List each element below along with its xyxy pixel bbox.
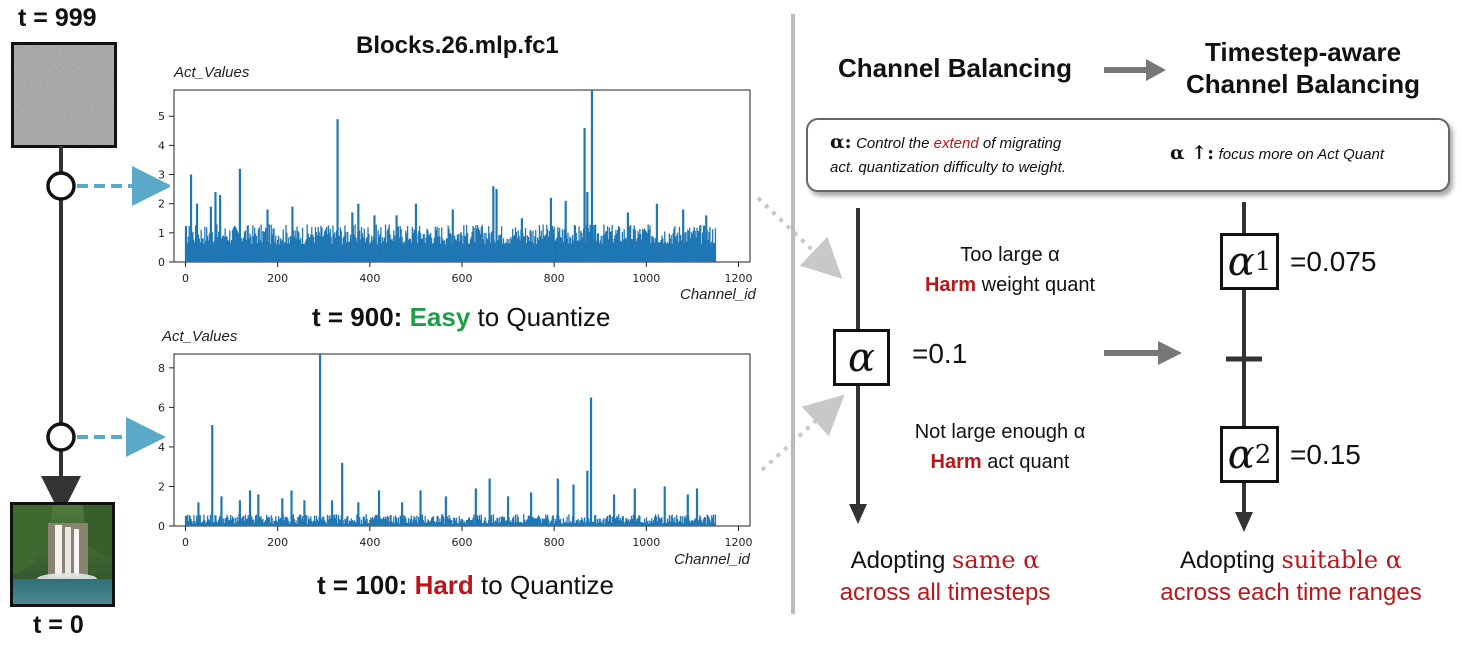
caption-t900: t = 900: Easy to Quantize bbox=[312, 302, 611, 333]
caption-t100-suffix: to Quantize bbox=[473, 570, 615, 600]
y-tick-label: 5 bbox=[158, 110, 165, 123]
info-alpha-symbol: α: bbox=[830, 131, 852, 153]
heading-arrow bbox=[1104, 59, 1166, 81]
caption-t100: t = 100: Hard to Quantize bbox=[317, 570, 614, 601]
not-large-line1: Not large enough α bbox=[914, 421, 1086, 443]
too-large-line2: weight quant bbox=[976, 274, 1096, 296]
chart-t100: 0 200 400 600 800 1000 1200 0 2 4 6 8 bbox=[158, 353, 752, 549]
not-large-note: Not large enough α Harm act quant bbox=[870, 417, 1130, 477]
alpha-info-box: α: Control the extend of migrating act. … bbox=[806, 118, 1450, 192]
timestep-node-100 bbox=[46, 422, 76, 452]
alpha2-subscript: 2 bbox=[1254, 439, 1272, 470]
y-tick-label: 1 bbox=[158, 227, 165, 240]
caption-t900-easy: Easy bbox=[409, 302, 471, 332]
dotted-arrow-bottom bbox=[760, 394, 845, 472]
x-tick-label: 400 bbox=[359, 536, 380, 549]
too-large-note: Too large α Harm weight quant bbox=[880, 240, 1140, 300]
bottom-left-line2: across all timesteps bbox=[839, 579, 1051, 606]
section-divider bbox=[791, 14, 795, 614]
chart-main-title: Blocks.26.mlp.fc1 bbox=[356, 32, 559, 59]
heading-timestep-aware-line1: Timestep-aware bbox=[1204, 37, 1402, 67]
info-right-text: focus more on Act Quant bbox=[1218, 146, 1384, 163]
y-tick-label: 4 bbox=[158, 139, 165, 152]
waterfall-picture bbox=[13, 505, 112, 604]
alpha1-subscript: 1 bbox=[1254, 246, 1272, 277]
y-tick-label: 4 bbox=[158, 441, 165, 454]
x-tick-label: 800 bbox=[544, 272, 565, 285]
alpha2-value: =0.15 bbox=[1290, 439, 1361, 470]
y-tick-label: 2 bbox=[158, 198, 165, 211]
alpha1-symbol: α bbox=[1227, 238, 1255, 285]
bottom-left-pre: Adopting bbox=[850, 547, 952, 574]
x-tick-label: 1200 bbox=[724, 272, 752, 285]
x-tick-label: 0 bbox=[182, 536, 189, 549]
info-line2: act. quantization difficulty to weight. bbox=[830, 159, 1066, 176]
caption-t900-prefix: t = 900: bbox=[312, 302, 403, 332]
heading-channel-balancing: Channel Balancing bbox=[837, 53, 1073, 83]
alpha-box: α bbox=[833, 329, 890, 386]
y-tick-label: 8 bbox=[158, 362, 165, 375]
x-tick-label: 200 bbox=[267, 536, 288, 549]
noise-pattern bbox=[14, 45, 114, 145]
x-tick-label: 1000 bbox=[632, 272, 660, 285]
y-tick-label: 0 bbox=[158, 256, 165, 269]
t-999-label: t = 999 bbox=[18, 4, 97, 32]
t-0-label: t = 0 bbox=[33, 611, 84, 639]
y-tick-label: 3 bbox=[158, 169, 165, 182]
chart1-ylabel: Act_Values bbox=[174, 64, 250, 81]
y-tick-label: 6 bbox=[158, 401, 165, 414]
too-large-line1: Too large α bbox=[960, 244, 1060, 266]
chart1-xlabel: Channel_id bbox=[680, 286, 756, 303]
caption-t100-prefix: t = 100: bbox=[317, 570, 408, 600]
caption-t900-suffix: to Quantize bbox=[470, 302, 611, 332]
heading-timestep-aware: Timestep-aware Channel Balancing bbox=[1170, 36, 1436, 100]
info-line1-pre: Control the bbox=[856, 135, 934, 152]
not-large-line2: act quant bbox=[981, 451, 1070, 473]
caption-t100-hard: Hard bbox=[414, 570, 474, 600]
info-line1-post: of migrating bbox=[978, 135, 1062, 152]
x-tick-label: 400 bbox=[359, 272, 380, 285]
info-right: α ↑: focus more on Act Quant bbox=[1170, 142, 1384, 164]
x-tick-label: 600 bbox=[452, 272, 473, 285]
y-tick-label: 0 bbox=[158, 520, 165, 533]
too-large-harm: Harm bbox=[924, 274, 977, 296]
timeline-svg bbox=[41, 146, 170, 516]
bottom-left-caption: Adopting same α across all timesteps bbox=[815, 544, 1075, 609]
chart2-xlabel: Channel_id bbox=[674, 551, 750, 568]
noise-image bbox=[11, 42, 117, 148]
dotted-connectors bbox=[756, 196, 845, 472]
dotted-arrow-top bbox=[756, 196, 843, 279]
x-tick-label: 1000 bbox=[632, 536, 660, 549]
bottom-right-caption: Adopting suitable α across each time ran… bbox=[1140, 544, 1442, 609]
info-left: α: Control the extend of migrating act. … bbox=[830, 130, 1190, 180]
x-tick-label: 1200 bbox=[724, 536, 752, 549]
plot-frame bbox=[173, 353, 751, 527]
alpha2-symbol: α bbox=[1227, 431, 1255, 478]
middle-arrow bbox=[1104, 341, 1182, 365]
chart2-ylabel: Act_Values bbox=[162, 328, 238, 345]
x-tick-label: 200 bbox=[267, 272, 288, 285]
y-tick-label: 2 bbox=[158, 480, 165, 493]
bottom-left-same-alpha: same α bbox=[952, 546, 1040, 574]
chart-t900: 0 200 400 600 800 1000 1200 0 1 2 3 4 5 bbox=[158, 89, 752, 285]
x-tick-label: 600 bbox=[452, 536, 473, 549]
bottom-right-line2: across each time ranges bbox=[1160, 579, 1422, 606]
info-alpha-up-symbol: α ↑: bbox=[1170, 142, 1215, 164]
alpha-value: =0.1 bbox=[912, 338, 968, 369]
x-tick-label: 800 bbox=[544, 536, 565, 549]
waterfall-image bbox=[10, 502, 115, 607]
bottom-right-pre: Adopting bbox=[1180, 547, 1282, 574]
info-line1-extend: extend bbox=[933, 135, 979, 152]
alpha1-value: =0.075 bbox=[1290, 246, 1377, 277]
bottom-right-suitable-alpha: suitable α bbox=[1281, 546, 1402, 574]
not-large-harm: Harm bbox=[930, 451, 982, 473]
timestep-node-900 bbox=[46, 171, 76, 201]
heading-timestep-aware-line2: Channel Balancing bbox=[1185, 69, 1421, 99]
x-tick-label: 0 bbox=[182, 272, 189, 285]
